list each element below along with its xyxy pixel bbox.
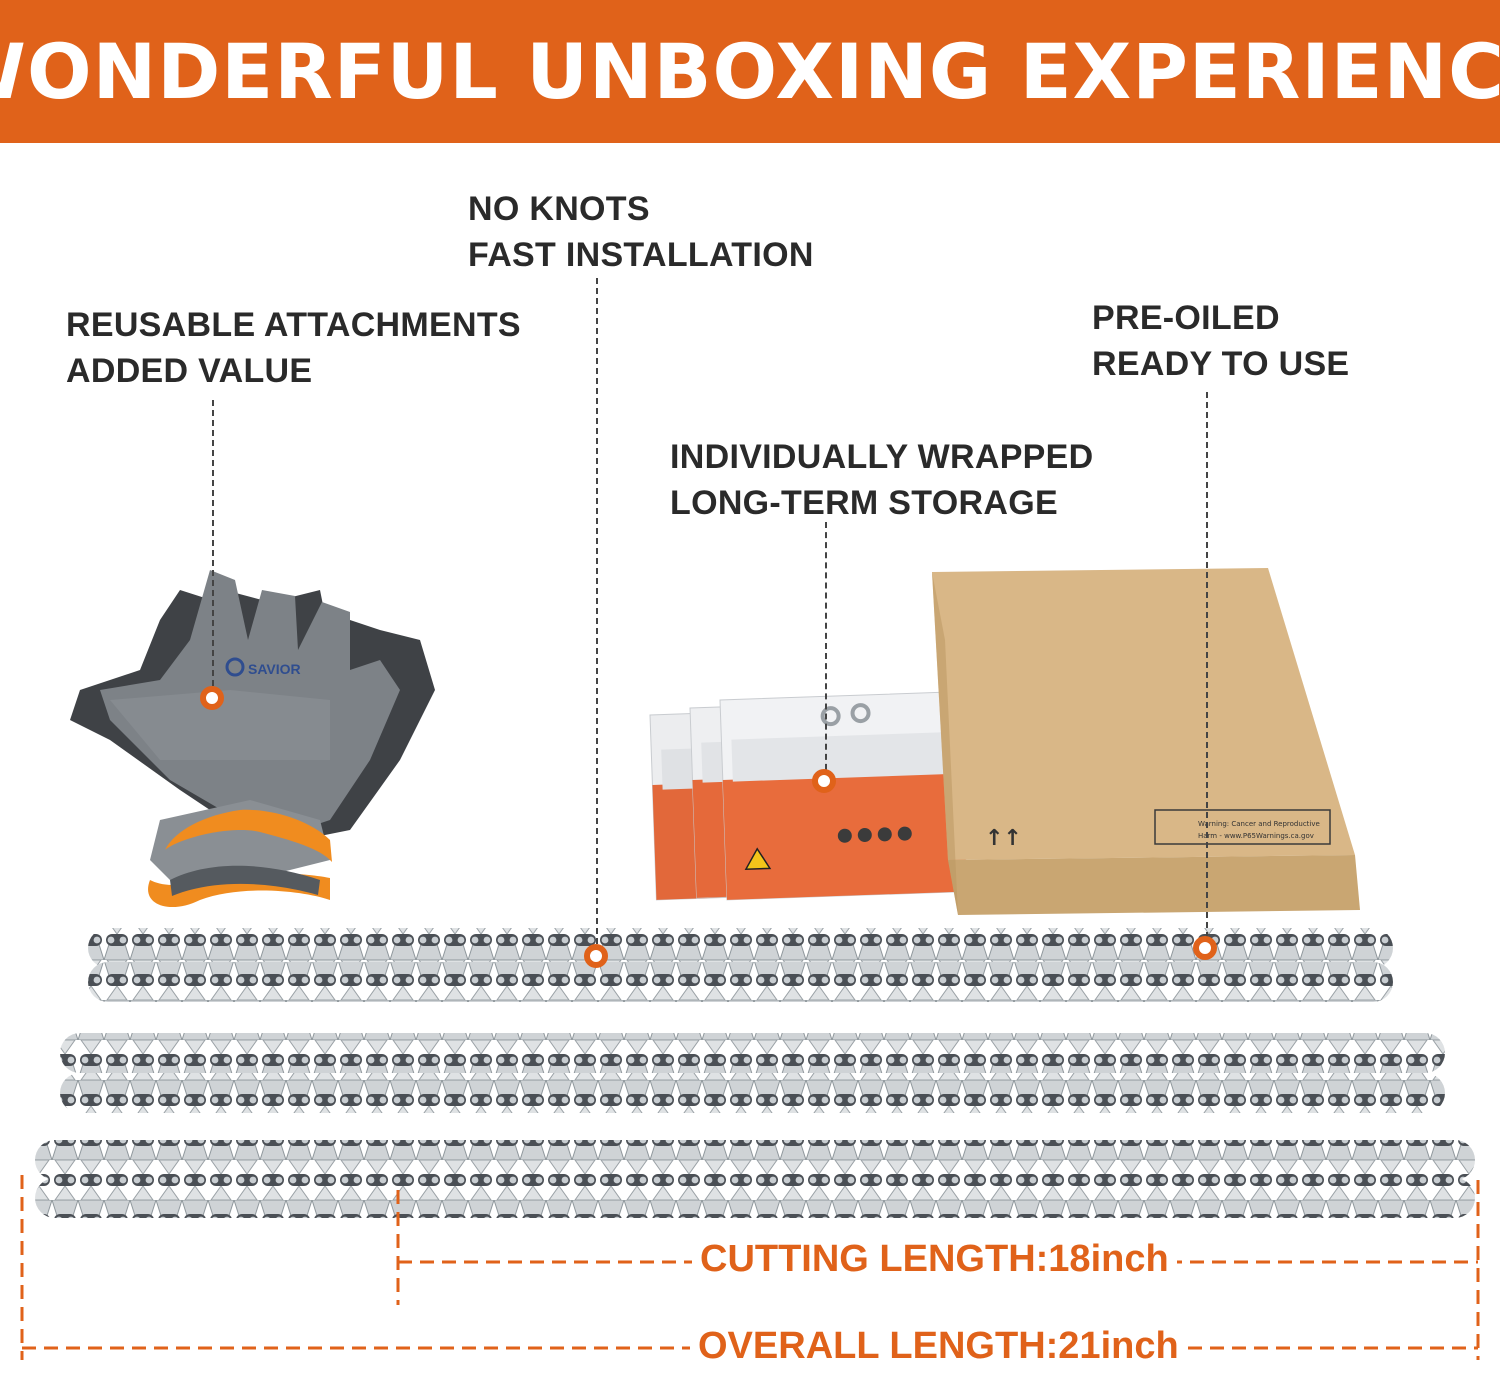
gloves: [70, 570, 435, 908]
overall-length-value: 21inch: [1058, 1325, 1179, 1367]
leader-reusable: [212, 400, 214, 696]
callout-wrapped-line2: LONG-TERM STORAGE: [670, 484, 1058, 522]
chains: [35, 928, 1475, 1218]
chain-packets: [649, 691, 968, 901]
marker-dot-packet: [812, 769, 836, 793]
cutting-length-text: CUTTING LENGTH:: [700, 1238, 1049, 1280]
callout-pre-oiled-line2: READY TO USE: [1092, 345, 1350, 383]
callout-wrapped: INDIVIDUALLY WRAPPED LONG-TERM STORAGE: [670, 434, 1094, 526]
callout-pre-oiled-line1: PRE-OILED: [1092, 299, 1280, 337]
banner-title: WONDERFUL UNBOXING EXPERIENCE: [0, 27, 1500, 116]
callout-pre-oiled: PRE-OILED READY TO USE: [1092, 295, 1349, 387]
marker-dot-gloves: [200, 686, 224, 710]
chain-2: [60, 1033, 1445, 1113]
callout-reusable-line2: ADDED VALUE: [66, 352, 313, 390]
overall-length-label: OVERALL LENGTH:21inch: [690, 1325, 1187, 1368]
box-arrows: ↑↑: [985, 826, 1022, 851]
overall-length-text: OVERALL LENGTH:: [698, 1325, 1059, 1367]
callout-no-knots-line2: FAST INSTALLATION: [468, 236, 814, 274]
header-banner: WONDERFUL UNBOXING EXPERIENCE: [0, 0, 1500, 143]
marker-dot-chain-joint: [584, 944, 608, 968]
box-warning: Warning: Cancer and Reproductive: [1198, 820, 1320, 828]
leader-wrapped: [825, 522, 827, 780]
cardboard-box: ↑↑ Warning: Cancer and Reproductive Harm…: [932, 568, 1360, 915]
callout-wrapped-line1: INDIVIDUALLY WRAPPED: [670, 438, 1094, 476]
callout-no-knots-line1: NO KNOTS: [468, 190, 650, 228]
box-warning-url: Harm - www.P65Warnings.ca.gov: [1198, 832, 1314, 840]
leader-pre-oiled: [1206, 392, 1208, 948]
chain-1: [88, 928, 1393, 1002]
leader-no-knots: [596, 278, 598, 954]
cutting-length-label: CUTTING LENGTH:18inch: [692, 1238, 1177, 1281]
marker-dot-pre-oiled: [1193, 936, 1217, 960]
glove-brand: SAVIOR: [248, 661, 301, 677]
callout-reusable: REUSABLE ATTACHMENTS ADDED VALUE: [66, 302, 521, 394]
callout-no-knots: NO KNOTS FAST INSTALLATION: [468, 186, 814, 278]
callout-reusable-line1: REUSABLE ATTACHMENTS: [66, 306, 521, 344]
chain-3: [35, 1140, 1475, 1218]
cutting-length-value: 18inch: [1048, 1238, 1169, 1280]
